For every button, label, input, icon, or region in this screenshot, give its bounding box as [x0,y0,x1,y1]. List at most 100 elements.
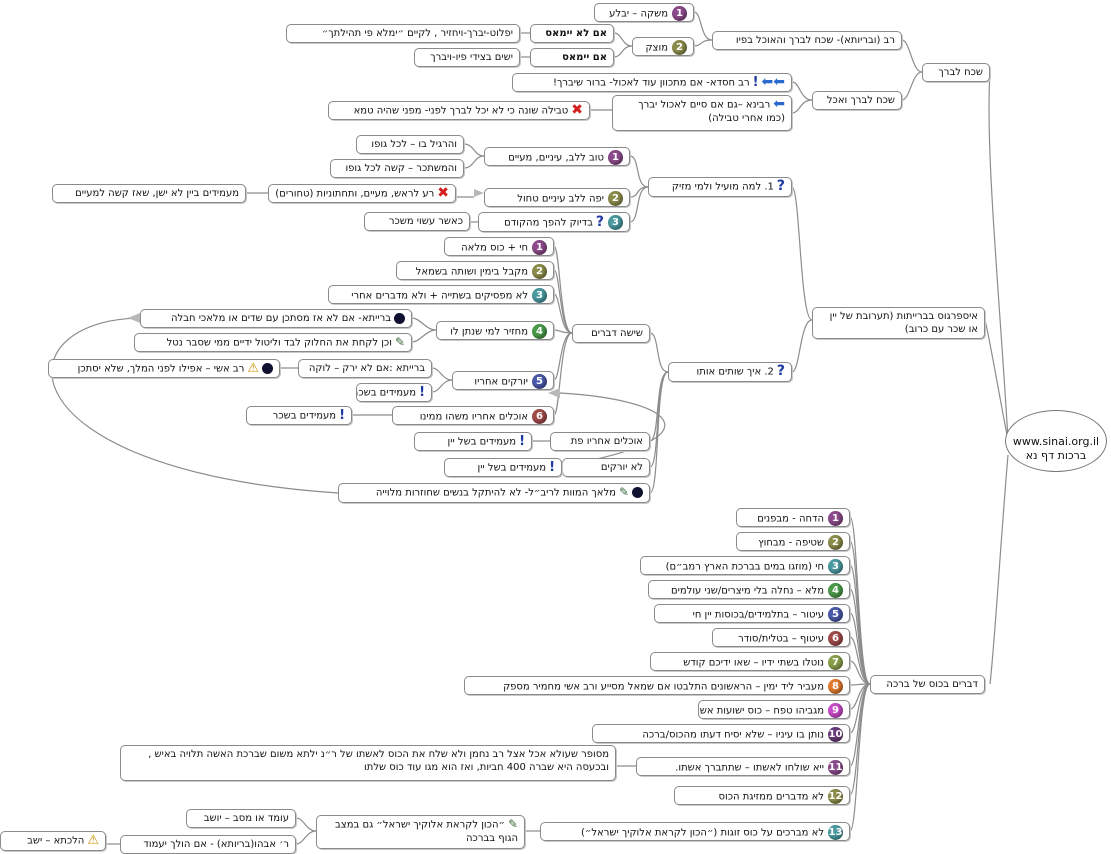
node-motzak[interactable]: 2מוצק [632,37,694,56]
double-arrow-icon: ⬅⬅ [761,74,785,90]
exclamation-icon: ! [519,434,525,449]
node-kos-item-6[interactable]: 6עיטוף – בטלית/סודר [712,628,850,647]
node-kos-item-4[interactable]: 4מלא – נחלה בלי מיצרים/שני עולמים [648,580,850,599]
number-badge: 1 [828,511,843,526]
node-kos-item-10[interactable]: 10נותן בו עיניו – שלא יסיח דעתו מהכוס/בר… [592,724,850,743]
node-tvila[interactable]: ✖טבילה שונה כי לא יכל לברך לפני- מפני שה… [328,101,590,120]
node-meues-text[interactable]: ישים בצידי פיו-ויברך [414,48,520,67]
node-vehamishtaker[interactable]: והמשתכר – קשה לכל גופו [330,159,464,178]
node-kos-item-2[interactable]: 2שטיפה - מבחוץ [736,532,850,551]
root-title: ברכות דף נא [1025,449,1087,462]
node-shachach-title[interactable]: שכח לברך [922,63,990,82]
node-lo-meues-text[interactable]: יפלוט-יברך-ויחזיר , לקיים ״ימלא פי תהילת… [286,24,520,43]
node-q2[interactable]: ?2. איך שותים אותו [668,362,792,382]
number-badge: 2 [608,191,623,206]
node-kos-title[interactable]: דברים בכוס של ברכה [870,675,985,694]
node-kos-item-13[interactable]: 13לא מברכים על כוס זוגות (״הכון לקראת אל… [540,822,850,841]
number-badge: 4 [828,583,843,598]
number-badge: 1 [532,240,547,255]
exclamation-icon: ! [339,408,345,423]
node-meumadim-beshechar[interactable]: !מעמידים בשכר [356,383,432,402]
node-meumadim-shel-yayin[interactable]: !מעמידים בשל יין [414,432,532,451]
root-node[interactable]: www.sinai.org.il ברכות דף נא [1005,410,1107,472]
number-badge: 8 [828,679,843,694]
question-mark-icon: ? [776,178,785,194]
node-kos-item-11[interactable]: 11ייא שולחו לאשתו – שתתברך אשתו. [636,757,850,776]
node-omed[interactable]: עומד או מסב – יושב [186,809,296,828]
x-mark-icon: ✖ [571,102,583,118]
node-rav-ashi[interactable]: ⚠רב אשי – אפילו לפני המלך, שלא יסתכן [48,359,280,378]
node-isparagos-title[interactable]: איספרגוס בברייתות (תערובת של יין או שכר … [812,307,985,339]
node-yafe-lalev[interactable]: 2יפה ללב עיניים טחול [484,188,630,207]
node-kos-item-7[interactable]: 7נוטלו בשתי ידיו – שאו ידיכם קודש [650,652,850,671]
number-badge: 3 [532,288,547,303]
node-hikon[interactable]: ✎״הכון לקראת אלוקיך ישראל״ גם במצב הגוף … [316,815,525,849]
number-badge: 2 [828,535,843,550]
bomb-icon [262,363,273,374]
node-machzir[interactable]: 4מחזיר למי שנתן לו [436,321,554,340]
node-rav[interactable]: רב (ובריותא)- שכח לברך והאוכל בפיו [712,31,902,50]
number-badge: 5 [532,374,547,389]
number-badge: 10 [828,727,843,742]
node-rav-chisda[interactable]: ⬅⬅!רב חסדא- אם מתכוון עוד לאכול- ברור שי… [512,73,792,92]
node-lo-mafsikim[interactable]: 3לא מפסיקים בשתייה + ולא מדברים אחרי [328,285,554,304]
node-tov-lalev[interactable]: 1טוב ללב, עיניים, מעיים [484,147,630,166]
number-badge: 2 [672,40,687,55]
pencil-icon: ✎ [618,485,629,499]
node-shisha-dvarim[interactable]: שישה דברים [572,324,650,343]
node-bediyuk[interactable]: 3?בדיוק להפך מהקודם [478,212,630,232]
node-shachach-veachal[interactable]: שכח לברך ואכל [812,91,902,110]
node-breita-lo-rak[interactable]: ברייתא :אם לא ירק – לוקה [298,359,432,378]
node-mekabel[interactable]: 2מקבל בימין ושותה בשמאל [396,261,554,280]
node-kos-item-1[interactable]: 1הדחה - מבפנים [736,508,850,527]
node-ochlim-achariv[interactable]: 6אוכלים אחריו משהו ממינו [392,406,554,425]
number-badge: 11 [828,760,843,775]
node-meumadim-shel-yayin2[interactable]: !מעמידים בשל יין [444,458,562,477]
node-lo-yorkim[interactable]: לא יורקים [562,458,650,477]
exclamation-icon: ! [752,75,759,90]
node-ochlim-achariv-pat[interactable]: אוכלים אחריו פת [550,432,650,451]
node-ra-lerosh[interactable]: ✖רע לראש, מעיים, ותחתוניות (טחורים) [268,184,456,203]
number-badge: 2 [532,264,547,279]
exclamation-icon: ! [549,460,555,475]
warning-icon: ⚠ [87,833,99,848]
node-lo-meues[interactable]: אם לא יימאס [530,24,614,43]
node-q1[interactable]: ?1. למה מועיל ולמי מזיק [648,177,792,197]
node-breita-sheyadim[interactable]: ברייתא- אם לא אז מסתכן עם שדים או מלאכי … [140,309,412,328]
node-vehargil[interactable]: והרגיל בו – לכל גופו [356,135,464,154]
root-site: www.sinai.org.il [1012,435,1100,448]
node-kos-item-3[interactable]: 3חי (מוזגו במים בברכת הארץ רמב״ם) [640,556,850,575]
number-badge: 12 [828,789,843,804]
node-mashke[interactable]: 1משקה – יבלע [594,3,694,22]
node-hilchata[interactable]: ⚠הלכתא – ישב [0,831,106,851]
node-meues[interactable]: אם יימאס [530,48,614,67]
bomb-icon [394,312,405,324]
pencil-icon: ✎ [507,817,518,831]
node-kos-item-12[interactable]: 12לא מדברים ממזיגת הכוס [674,786,850,805]
exclamation-icon: ! [419,385,425,400]
node-r-avahu[interactable]: ר׳ אבהו(בריותא) - אם הולך יעמוד [120,835,296,854]
question-mark-icon: ? [595,214,604,230]
node-mesupar[interactable]: מסופר שעולא אכל אצל רב נחמן ולא שלח את ה… [120,745,616,781]
node-kos-item-5[interactable]: 5עיטור – בתלמידים/בכוסות יין חי [654,604,850,623]
node-meumadim-yayin[interactable]: מעמידים ביין לא ישן, שאז קשה למעיים [52,184,246,203]
node-ravina[interactable]: ⬅רבינא –גם אם סיים לאכול יברך (כמו אחרי … [612,95,792,131]
arrow-icon: ⬅ [773,96,785,112]
number-badge: 3 [828,559,843,574]
number-badge: 5 [828,607,843,622]
number-badge: 9 [828,703,843,718]
node-kos-item-8[interactable]: 8מעביר ליד ימין – הראשונים התלבטו אם שמא… [464,676,850,695]
pencil-icon: ✎ [394,335,405,349]
number-badge: 6 [532,409,547,424]
node-yorkim-achariv[interactable]: 5יורקים אחריו [452,371,554,390]
node-vechen-lakachat[interactable]: ✎וכן לקחת את החלוק לבד וליטול ידיים ממי … [134,333,412,352]
node-malach-hamavet[interactable]: ✎מלאך המוות לריב״ל- לא להיתקל בנשים שחוז… [338,483,650,503]
node-kaasher-asui[interactable]: כאשר עשוי משכר [364,212,470,231]
number-badge: 7 [828,655,843,670]
node-kos-item-9[interactable]: 9מגביהו טפח – כוס ישועות אשא [698,700,850,719]
number-badge: 1 [672,6,687,21]
node-meumadim-beshechar2[interactable]: !מעמידים בשכר [246,406,352,425]
node-chai-kos[interactable]: 1חי + כוס מלאה [444,237,554,256]
warning-icon: ⚠ [247,361,259,376]
